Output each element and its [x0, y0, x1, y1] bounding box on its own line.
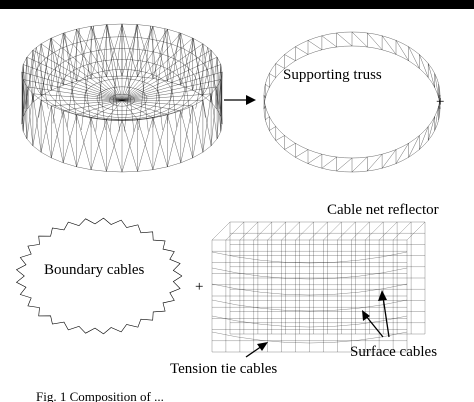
label-cable-net-reflector: Cable net reflector [327, 202, 439, 218]
top-border-bar [0, 0, 474, 9]
label-supporting-truss: Supporting truss [283, 67, 382, 83]
cable-net-reflector-mesh [211, 221, 426, 353]
plus-sign-1: + [436, 94, 444, 110]
surface-cables-arrow-2 [378, 290, 390, 338]
plus-sign-2: + [195, 279, 203, 295]
boundary-outline [15, 217, 183, 335]
truss-lines [263, 31, 441, 173]
boundary-cables-star [15, 217, 183, 335]
net-grid-lines [211, 221, 426, 353]
full-mesh-lines [21, 23, 223, 173]
composition-arrow [224, 95, 256, 105]
surface-cables-arrow-1 [362, 310, 384, 338]
label-tension-tie-cables: Tension tie cables [170, 361, 277, 377]
tension-tie-arrow [245, 342, 268, 358]
full-antenna-mesh [21, 23, 223, 173]
label-boundary-cables: Boundary cables [44, 262, 145, 278]
label-surface-cables: Surface cables [350, 344, 437, 360]
supporting-truss-ring [263, 31, 441, 173]
figure-caption: Fig. 1 Composition of ... [36, 389, 164, 402]
